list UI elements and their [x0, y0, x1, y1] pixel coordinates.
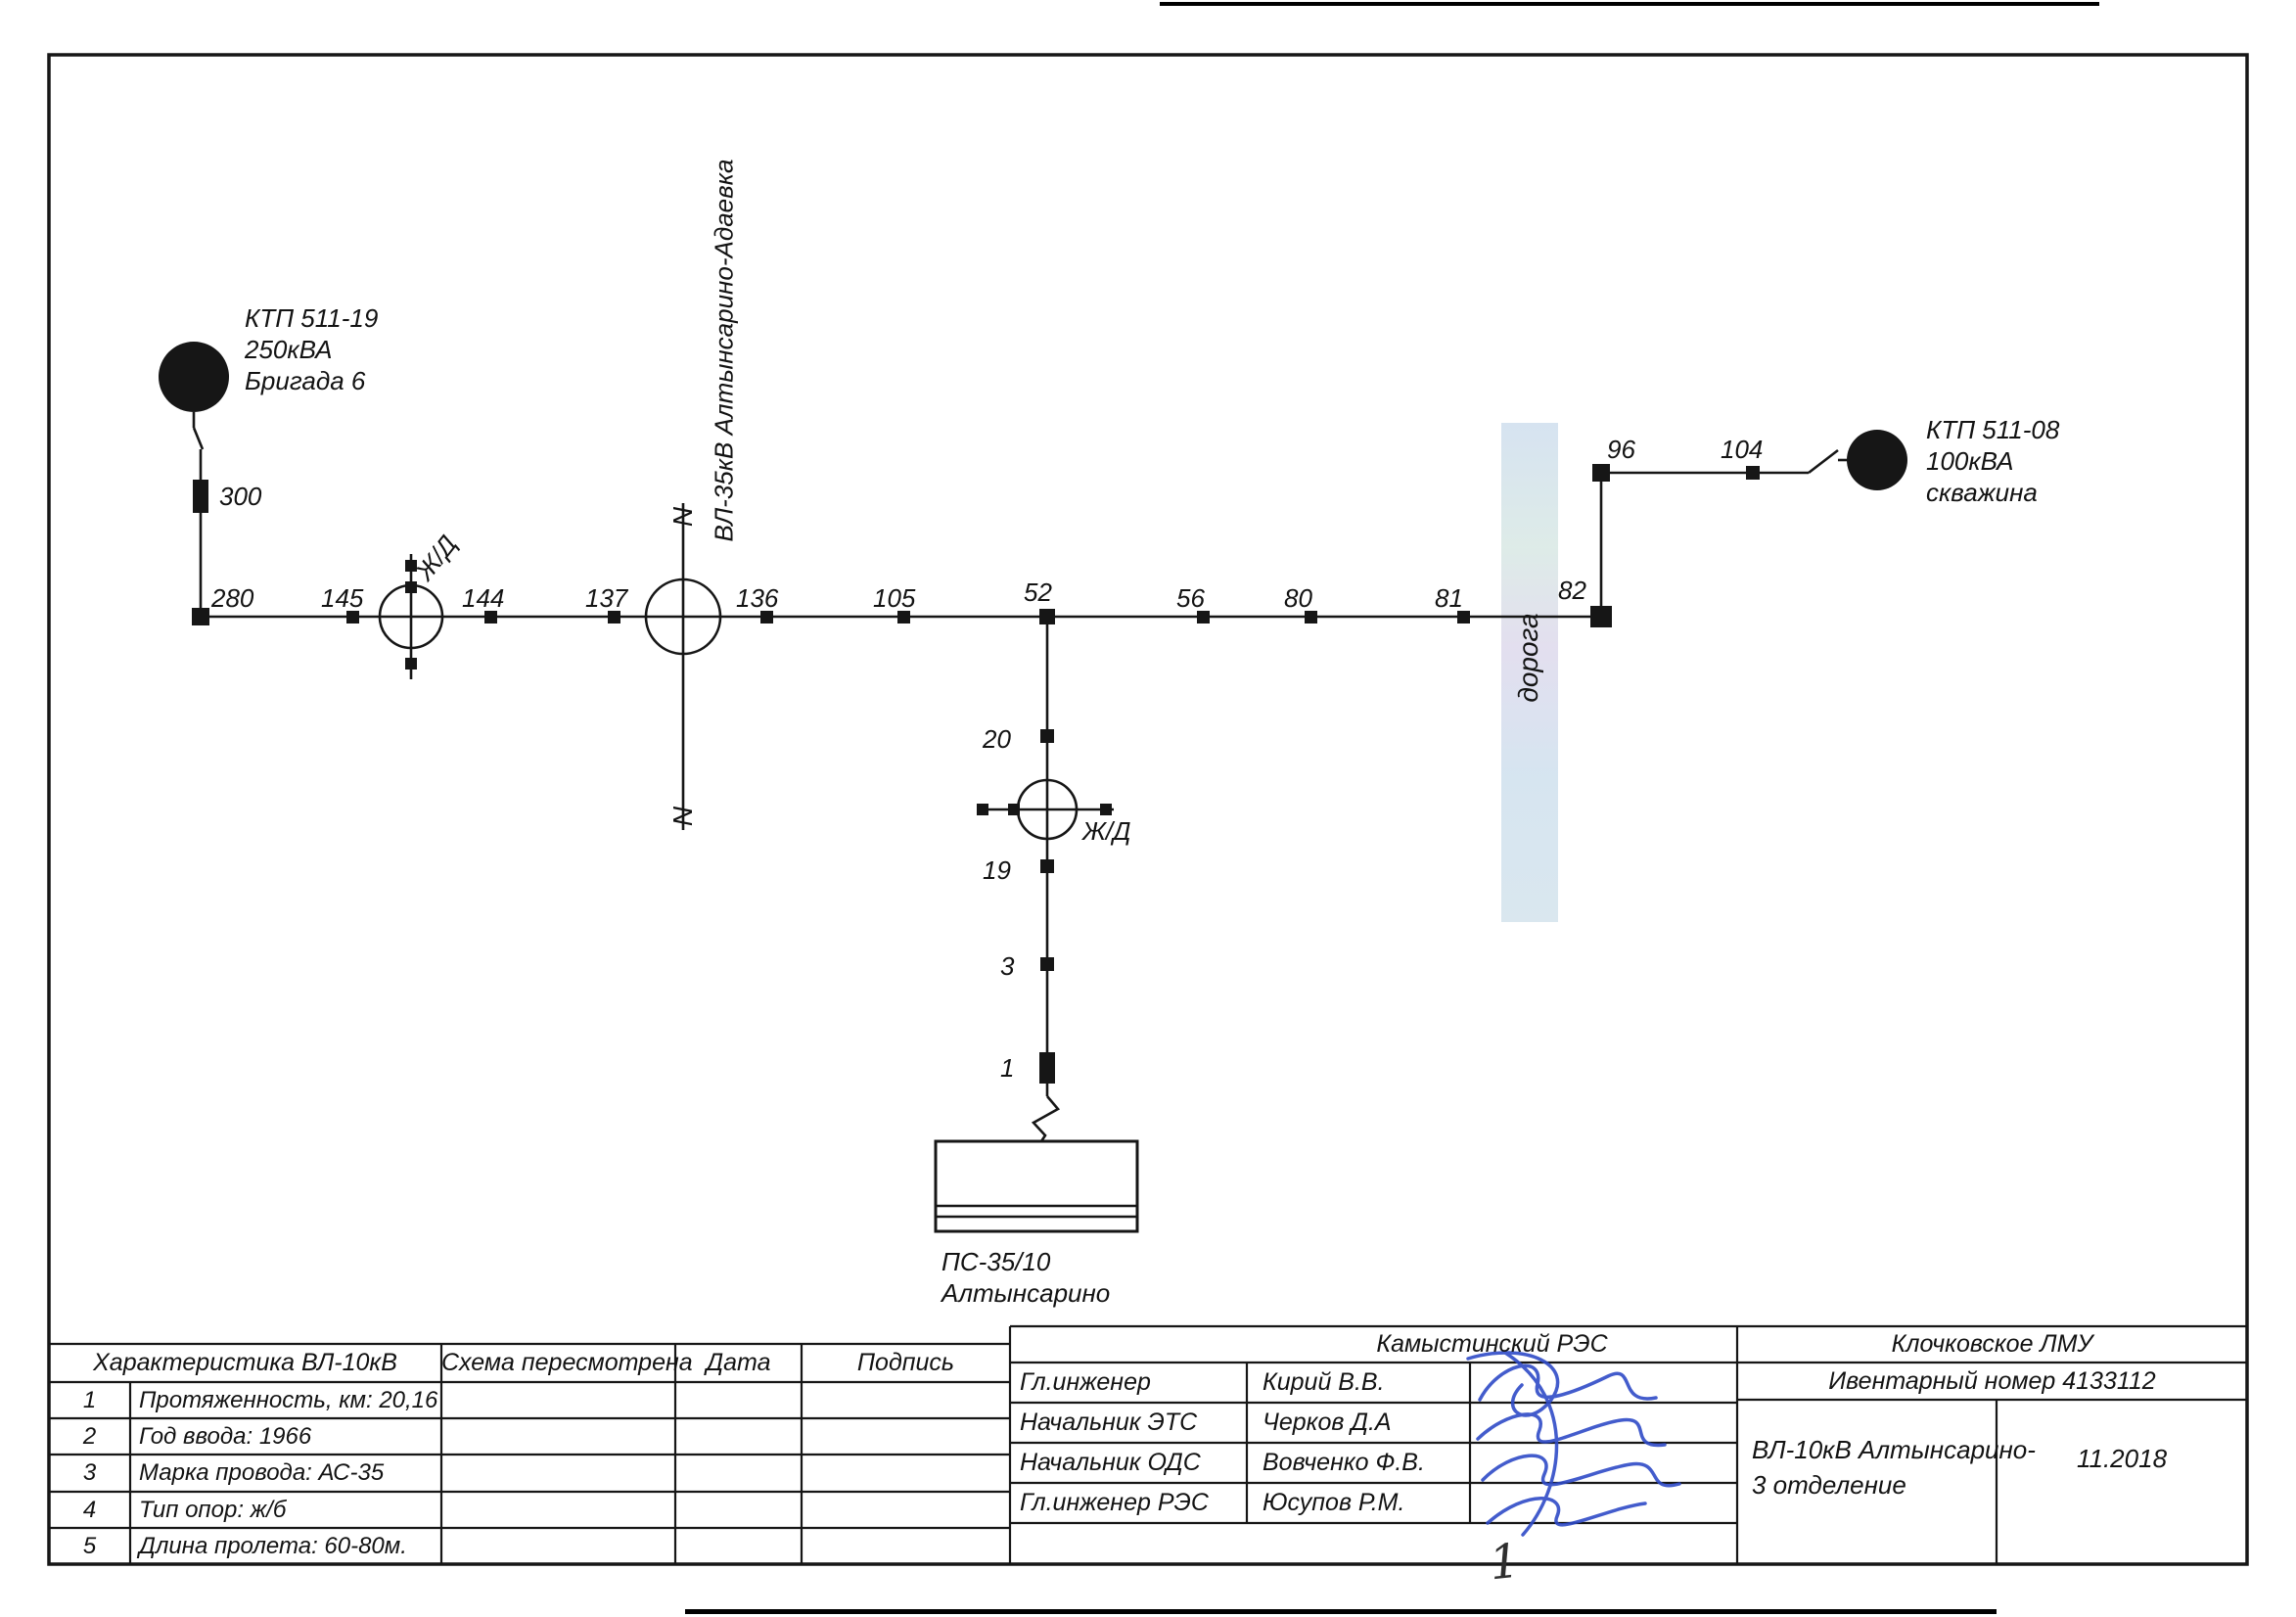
title-block-ruling [49, 1324, 2247, 1564]
char-row-num: 5 [82, 1533, 97, 1559]
char-row-num: 4 [82, 1497, 97, 1523]
switch-blade-right [1808, 448, 1839, 475]
pole-label-19: 19 [983, 855, 1011, 885]
vl35-line-label: ВЛ-35кВ Алтынсарино-Адаевка [709, 159, 739, 542]
pole-19 [1040, 859, 1054, 873]
pole-label-280: 280 [211, 583, 254, 613]
substation-lead-zigzag [1031, 1095, 1061, 1142]
pole-label-136: 136 [736, 583, 779, 613]
ktp-left-power: 250кВА [245, 335, 333, 364]
char-row-num: 2 [82, 1423, 97, 1450]
road-label: дорога [1513, 613, 1543, 703]
pole-96 [1592, 464, 1610, 482]
pole-label-105: 105 [873, 583, 916, 613]
ktp-left-consumer: Бригада 6 [245, 366, 366, 395]
pole-label-144: 144 [462, 583, 505, 613]
pole-137 [608, 611, 620, 624]
char-row-num: 1 [82, 1387, 97, 1413]
char-table-date-header: Дата [706, 1349, 771, 1376]
poles-and-equipment [159, 342, 1907, 1084]
pole-label-52: 52 [1024, 578, 1052, 607]
ktp-right-power: 100кВА [1926, 446, 2014, 476]
char-row-text: Длина пролета: 60-80м. [139, 1533, 407, 1559]
scan-artifact-bottom [685, 1609, 1997, 1614]
char-row-text: Тип опор: ж/б [139, 1497, 287, 1523]
drawing-frame [47, 53, 2249, 1566]
ktp-right-consumer: скважина [1926, 478, 2038, 507]
res-position: Начальник ОДС [1020, 1449, 1201, 1476]
pole-label-56: 56 [1176, 583, 1205, 613]
res-name: Кирий В.В. [1263, 1368, 1385, 1396]
substation-name-line2: Алтынсарино [941, 1278, 1111, 1308]
pole-label-300: 300 [219, 482, 262, 511]
drawing-date: 11.2018 [2076, 1444, 2168, 1473]
substation-box [934, 1139, 1139, 1233]
res-name: Вовченко Ф.В. [1263, 1449, 1425, 1476]
pole-label-80: 80 [1284, 583, 1312, 613]
ktp-left-name: КТП 511-19 [245, 303, 379, 333]
pole-81 [1457, 611, 1470, 624]
pole-3 [1040, 957, 1054, 971]
pole-label-96: 96 [1607, 435, 1635, 464]
line-title-2: 3 отделение [1752, 1470, 1906, 1500]
pole-56 [1197, 611, 1210, 624]
char-row-num: 3 [82, 1459, 97, 1486]
pole-104 [1746, 466, 1760, 480]
pole-144 [484, 611, 497, 624]
line-title-1: ВЛ-10кВ Алтынсарино- [1752, 1435, 2036, 1464]
char-row-text: Марка провода: АС-35 [139, 1459, 385, 1486]
pole-136 [760, 611, 773, 624]
pole-label-20: 20 [983, 724, 1011, 754]
res-position: Гл.инженер РЭС [1020, 1489, 1209, 1516]
handwritten-signatures [1466, 1351, 1681, 1537]
pole-label-3: 3 [1000, 951, 1015, 981]
substation-name-line1: ПС-35/10 [941, 1247, 1051, 1276]
pole-label-1: 1 [1000, 1053, 1015, 1083]
res-name: Юсупов Р.М. [1263, 1489, 1405, 1516]
direction-arrow-n-top: N [667, 506, 698, 528]
ktp-right-name: КТП 511-08 [1926, 415, 2060, 444]
direction-arrow-n-bottom: N [667, 806, 698, 827]
pole-280 [192, 608, 209, 625]
pole-label-104: 104 [1721, 435, 1764, 464]
page-number: 1 [1487, 1533, 1523, 1592]
res-name: Черков Д.А [1263, 1409, 1392, 1436]
char-row-text: Год ввода: 1966 [139, 1423, 312, 1450]
pole-52 [1039, 609, 1055, 624]
pole-label-81: 81 [1435, 583, 1463, 613]
pole-1 [1039, 1052, 1055, 1084]
lmu-header: Клочковское ЛМУ [1891, 1330, 2093, 1358]
pole-label-145: 145 [321, 583, 364, 613]
fuse-symbol-left-feed [193, 480, 208, 513]
transformer-circle-ktp-511-19 [159, 342, 229, 412]
res-position: Начальник ЭТС [1020, 1409, 1198, 1436]
pole-label-137: 137 [585, 583, 628, 613]
road-highlight-band [1501, 423, 1558, 922]
char-table-title: Характеристика ВЛ-10кВ [93, 1349, 397, 1376]
pole-145 [346, 611, 359, 624]
pole-82 [1590, 606, 1612, 627]
pole-label-82: 82 [1558, 576, 1586, 605]
railway-label-branch: Ж/Д [1082, 816, 1131, 846]
transformer-circle-ktp-511-08 [1847, 430, 1907, 490]
char-row-text: Протяженность, км: 20,16 [139, 1387, 438, 1413]
char-table-revised-header: Схема пересмотрена [441, 1349, 693, 1376]
res-position: Гл.инженер [1020, 1368, 1151, 1396]
char-table-signature-header: Подпись [856, 1349, 955, 1376]
scan-artifact-top [1160, 2, 2099, 6]
switch-blade-left [192, 427, 205, 450]
vl35-crossing-circle [644, 578, 722, 656]
pole-80 [1305, 611, 1317, 624]
res-header: Камыстинский РЭС [1376, 1330, 1608, 1358]
lmu-inventory-number: Ивентарный номер 4133112 [1828, 1367, 2156, 1395]
pole-105 [897, 611, 910, 624]
pole-20 [1040, 729, 1054, 743]
